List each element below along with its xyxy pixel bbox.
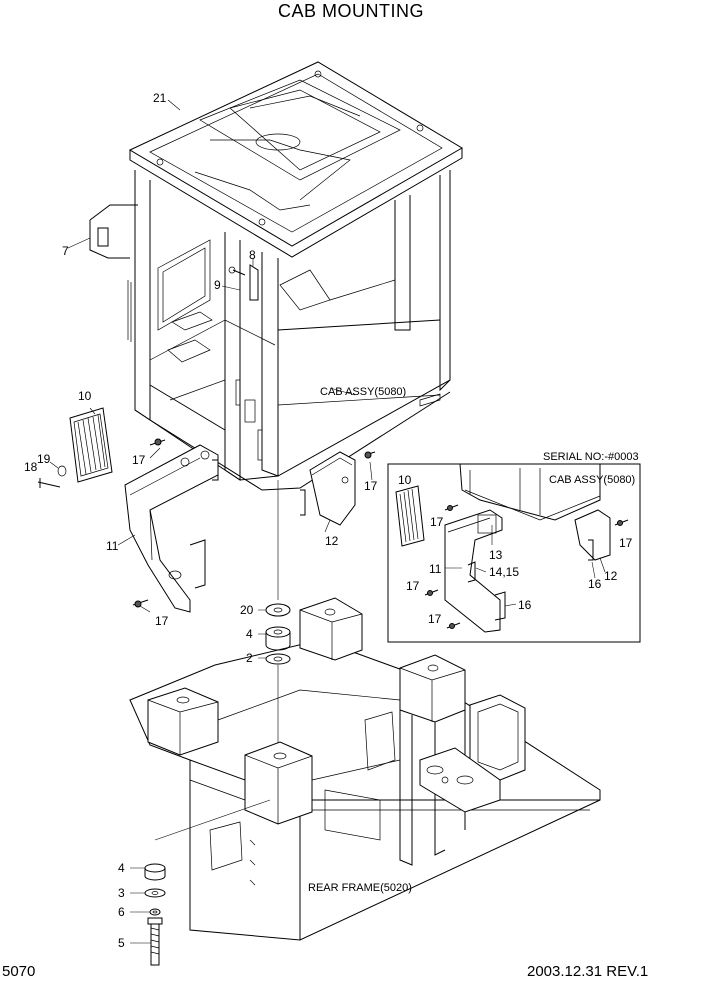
- callout-17-right: 17: [364, 479, 378, 493]
- callout-21: 21: [153, 91, 167, 105]
- callout-2: 2: [246, 651, 253, 665]
- callout-12: 12: [325, 534, 339, 548]
- part-18-19-bolt: [37, 461, 67, 488]
- inset-callout-17-top: 17: [430, 515, 444, 529]
- callout-8: 8: [249, 248, 256, 262]
- callout-17-lower: 17: [155, 614, 169, 628]
- mount-lower-stack: [130, 799, 271, 966]
- callout-4-upper: 4: [246, 627, 253, 641]
- inset-callout-10: 10: [398, 473, 412, 487]
- inset-callout-17-mid: 17: [406, 579, 420, 593]
- callout-6: 6: [118, 905, 125, 919]
- mount-upper-stack: [258, 480, 291, 745]
- callout-3: 3: [118, 886, 125, 900]
- inset-callout-13: 13: [489, 548, 503, 562]
- callout-10: 10: [78, 389, 92, 403]
- rear-frame-label: REAR FRAME(5020): [308, 882, 412, 894]
- part-10-filter: [69, 407, 113, 483]
- callout-4-lower: 4: [118, 861, 125, 875]
- inset-callout-11: 11: [429, 562, 442, 576]
- serial-number-label: SERIAL NO:-#0003: [543, 451, 639, 463]
- page-title: CAB MOUNTING: [277, 1, 424, 21]
- callout-20: 20: [240, 603, 254, 617]
- part-7-bracket: [67, 204, 138, 259]
- inset-callout-16-left: 16: [518, 598, 532, 612]
- part-8-9-latch: [221, 258, 259, 301]
- part-12-bracket: [300, 451, 376, 533]
- cab-roof: [128, 61, 463, 258]
- callout-9: 9: [214, 278, 221, 292]
- inset-callout-16-right: 16: [588, 577, 602, 591]
- rear-frame: [129, 597, 601, 941]
- callout-5: 5: [118, 936, 125, 950]
- part-11-bracket: [117, 438, 219, 613]
- cab-assy-label: CAB ASSY(5080): [320, 386, 407, 398]
- inset-callout-17-right: 17: [619, 536, 633, 550]
- page-number: 5070: [2, 963, 36, 980]
- revision-date: 2003.12.31 REV.1: [527, 963, 649, 980]
- inset-callout-12: 12: [604, 569, 618, 583]
- callout-18: 18: [24, 460, 38, 474]
- callout-leaders: [89, 99, 373, 613]
- inset-cab-assy-label: CAB ASSY(5080): [549, 474, 636, 486]
- inset-callout-14-15: 14,15: [489, 565, 520, 579]
- serial-inset: [387, 463, 641, 643]
- callout-19: 19: [37, 452, 51, 466]
- callout-17-left: 17: [132, 453, 146, 467]
- inset-callout-17-bottom: 17: [428, 612, 442, 626]
- callout-7: 7: [62, 244, 69, 258]
- callout-11: 11: [106, 539, 119, 553]
